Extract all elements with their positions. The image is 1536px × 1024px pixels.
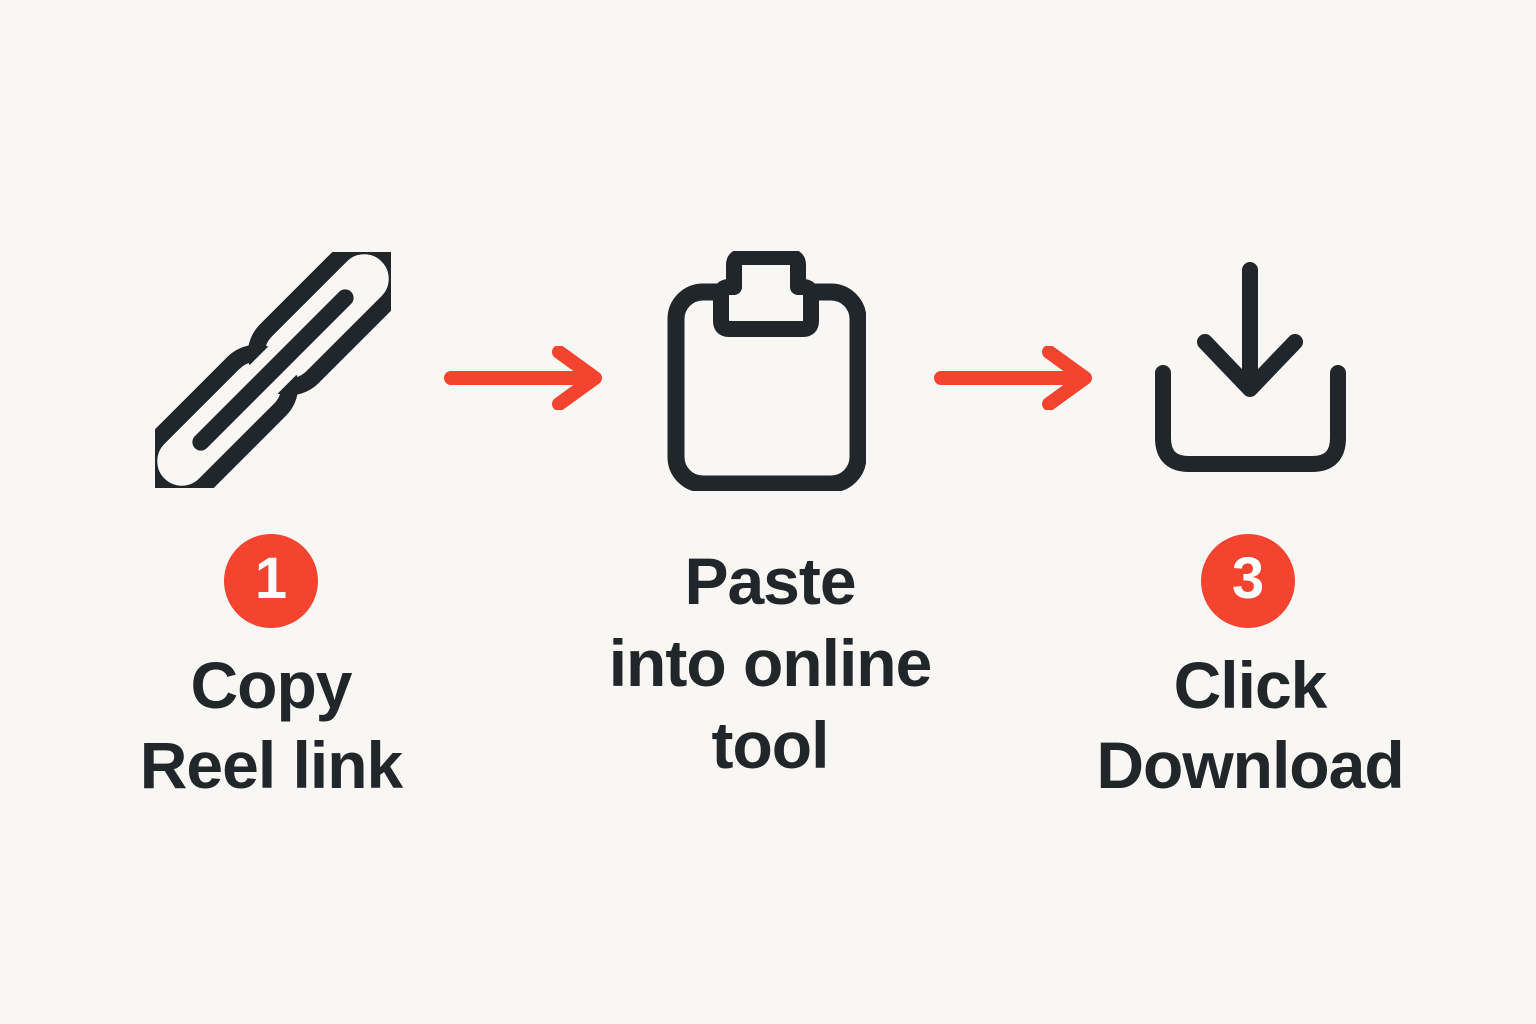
step-label-line: Click <box>1173 648 1328 722</box>
step-label-line: Paste <box>684 544 856 618</box>
step-1-badge: 1 <box>224 534 318 628</box>
step-label-line: into online <box>608 626 933 700</box>
step-1-label: Copy Reel link <box>11 645 531 805</box>
step-3-label: Click Download <box>990 645 1510 805</box>
step-label-line: Reel link <box>139 728 403 802</box>
download-icon <box>1155 262 1346 472</box>
step-3-badge: 3 <box>1201 534 1295 628</box>
link-icon <box>155 252 391 488</box>
step-label-line: Download <box>1096 728 1404 802</box>
step-1-badge-number: 1 <box>254 546 288 611</box>
step-label-line: Copy <box>190 648 353 722</box>
arrow-right-icon <box>934 346 1092 410</box>
clipboard-icon <box>667 251 866 491</box>
step-3-badge-number: 3 <box>1231 546 1265 611</box>
step-label-line: tool <box>711 708 830 782</box>
arrow-right-icon <box>444 346 602 410</box>
step-2-label: Paste into online tool <box>510 540 1030 786</box>
